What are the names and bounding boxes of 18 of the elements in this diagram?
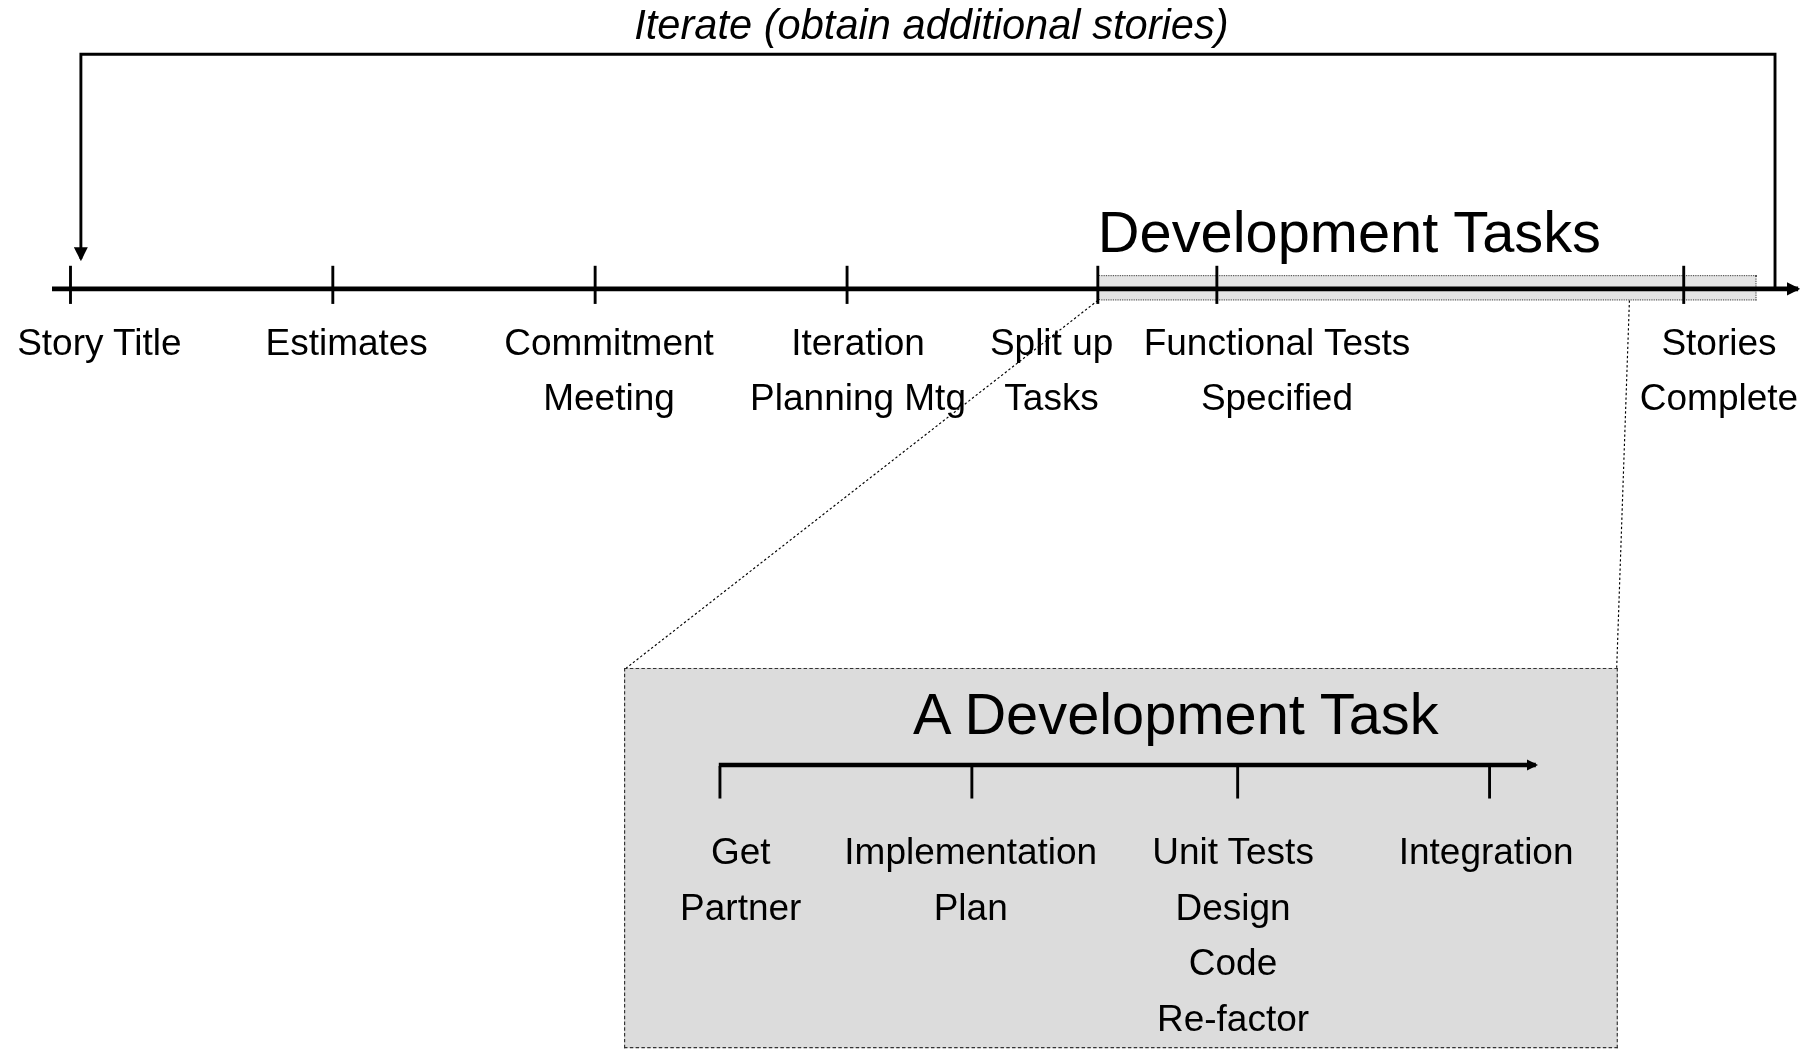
panel-title: A Development Task [912, 680, 1440, 749]
leader-line [625, 299, 1099, 669]
timeline-label: Story Title [0, 314, 204, 370]
section-heading: Development Tasks [1097, 198, 1601, 267]
timeline-label: Estimates [242, 314, 451, 370]
zoom-panel [624, 667, 1618, 1049]
leader-line [1616, 299, 1630, 669]
timeline-label: Design [1174, 885, 1292, 930]
timeline-label: Re-factor [1156, 996, 1311, 1041]
timeline-label: Unit Tests [1151, 829, 1315, 875]
edge-label: Iterate (obtain additional stories) [633, 0, 1230, 51]
arrow [73, 52, 1777, 289]
timeline-label: Implementation Plan [819, 823, 1123, 935]
timeline-label: Stories Complete [1623, 314, 1812, 426]
timeline-label: Integration [1376, 823, 1596, 880]
timeline-label: Get Partner [671, 823, 811, 935]
timeline-label: Commitment Meeting [481, 314, 737, 426]
timeline-label: Code [1187, 940, 1279, 986]
